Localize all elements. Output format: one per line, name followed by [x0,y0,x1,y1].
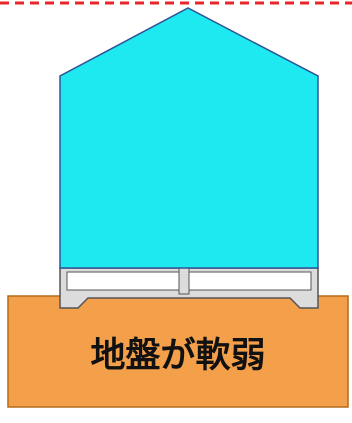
floor-opening-left [66,271,180,291]
floor-opening-right [188,271,312,291]
foundation [59,267,319,309]
foundation-center-post [178,267,190,295]
ground-label: 地盤が軟弱 [90,336,265,376]
ground-block [7,295,349,408]
house-body [59,7,319,269]
